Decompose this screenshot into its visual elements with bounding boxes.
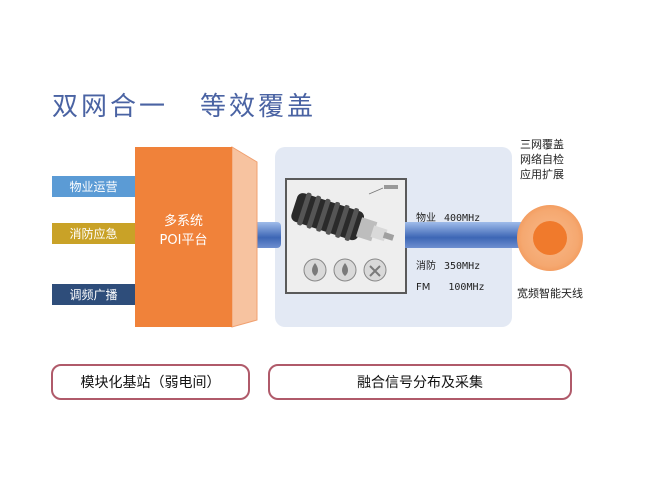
band-row-fm: FM 100MHz [416,282,485,293]
antenna-label: 宽频智能天线 [517,287,583,300]
cable-illustration [287,180,405,292]
band-row-fire: 消防 350MHz [416,257,480,272]
band-name: 消防 [416,261,436,272]
page-title: 双网合一 等效覆盖 [52,86,316,123]
poi-platform [135,147,232,327]
antenna-core [533,221,567,255]
label-fire-emergency: 消防应急 [52,223,135,244]
caption-signal-distribution: 融合信号分布及采集 [268,364,572,400]
label-fm-broadcast: 调频广播 [52,284,135,305]
poi-label: 多系统 POI平台 [135,212,232,250]
band-row-property: 物业 400MHz [416,209,480,224]
feeder-cable-right [405,222,528,248]
label-property-operation: 物业运营 [52,176,135,197]
title-part1: 双网合一 [52,92,169,122]
poi-box-3d [231,146,258,328]
band-name: 物业 [416,213,436,224]
feature-line1: 三网覆盖 [520,138,564,151]
caption-modular-base-station: 模块化基站（弱电间） [51,364,250,400]
feature-line2: 网络自检 [520,153,564,166]
band-freq: 400MHz [444,213,481,224]
band-freq: 350MHz [444,261,481,272]
leaky-cable-photo [285,178,407,294]
band-freq: 100MHz [448,282,485,293]
title-part2: 等效覆盖 [200,92,317,122]
band-name: FM [416,282,431,293]
network-features: 三网覆盖 网络自检 应用扩展 [510,137,574,182]
poi-line2: POI平台 [159,233,208,248]
poi-line1: 多系统 [163,214,203,229]
feature-line3: 应用扩展 [520,168,564,181]
